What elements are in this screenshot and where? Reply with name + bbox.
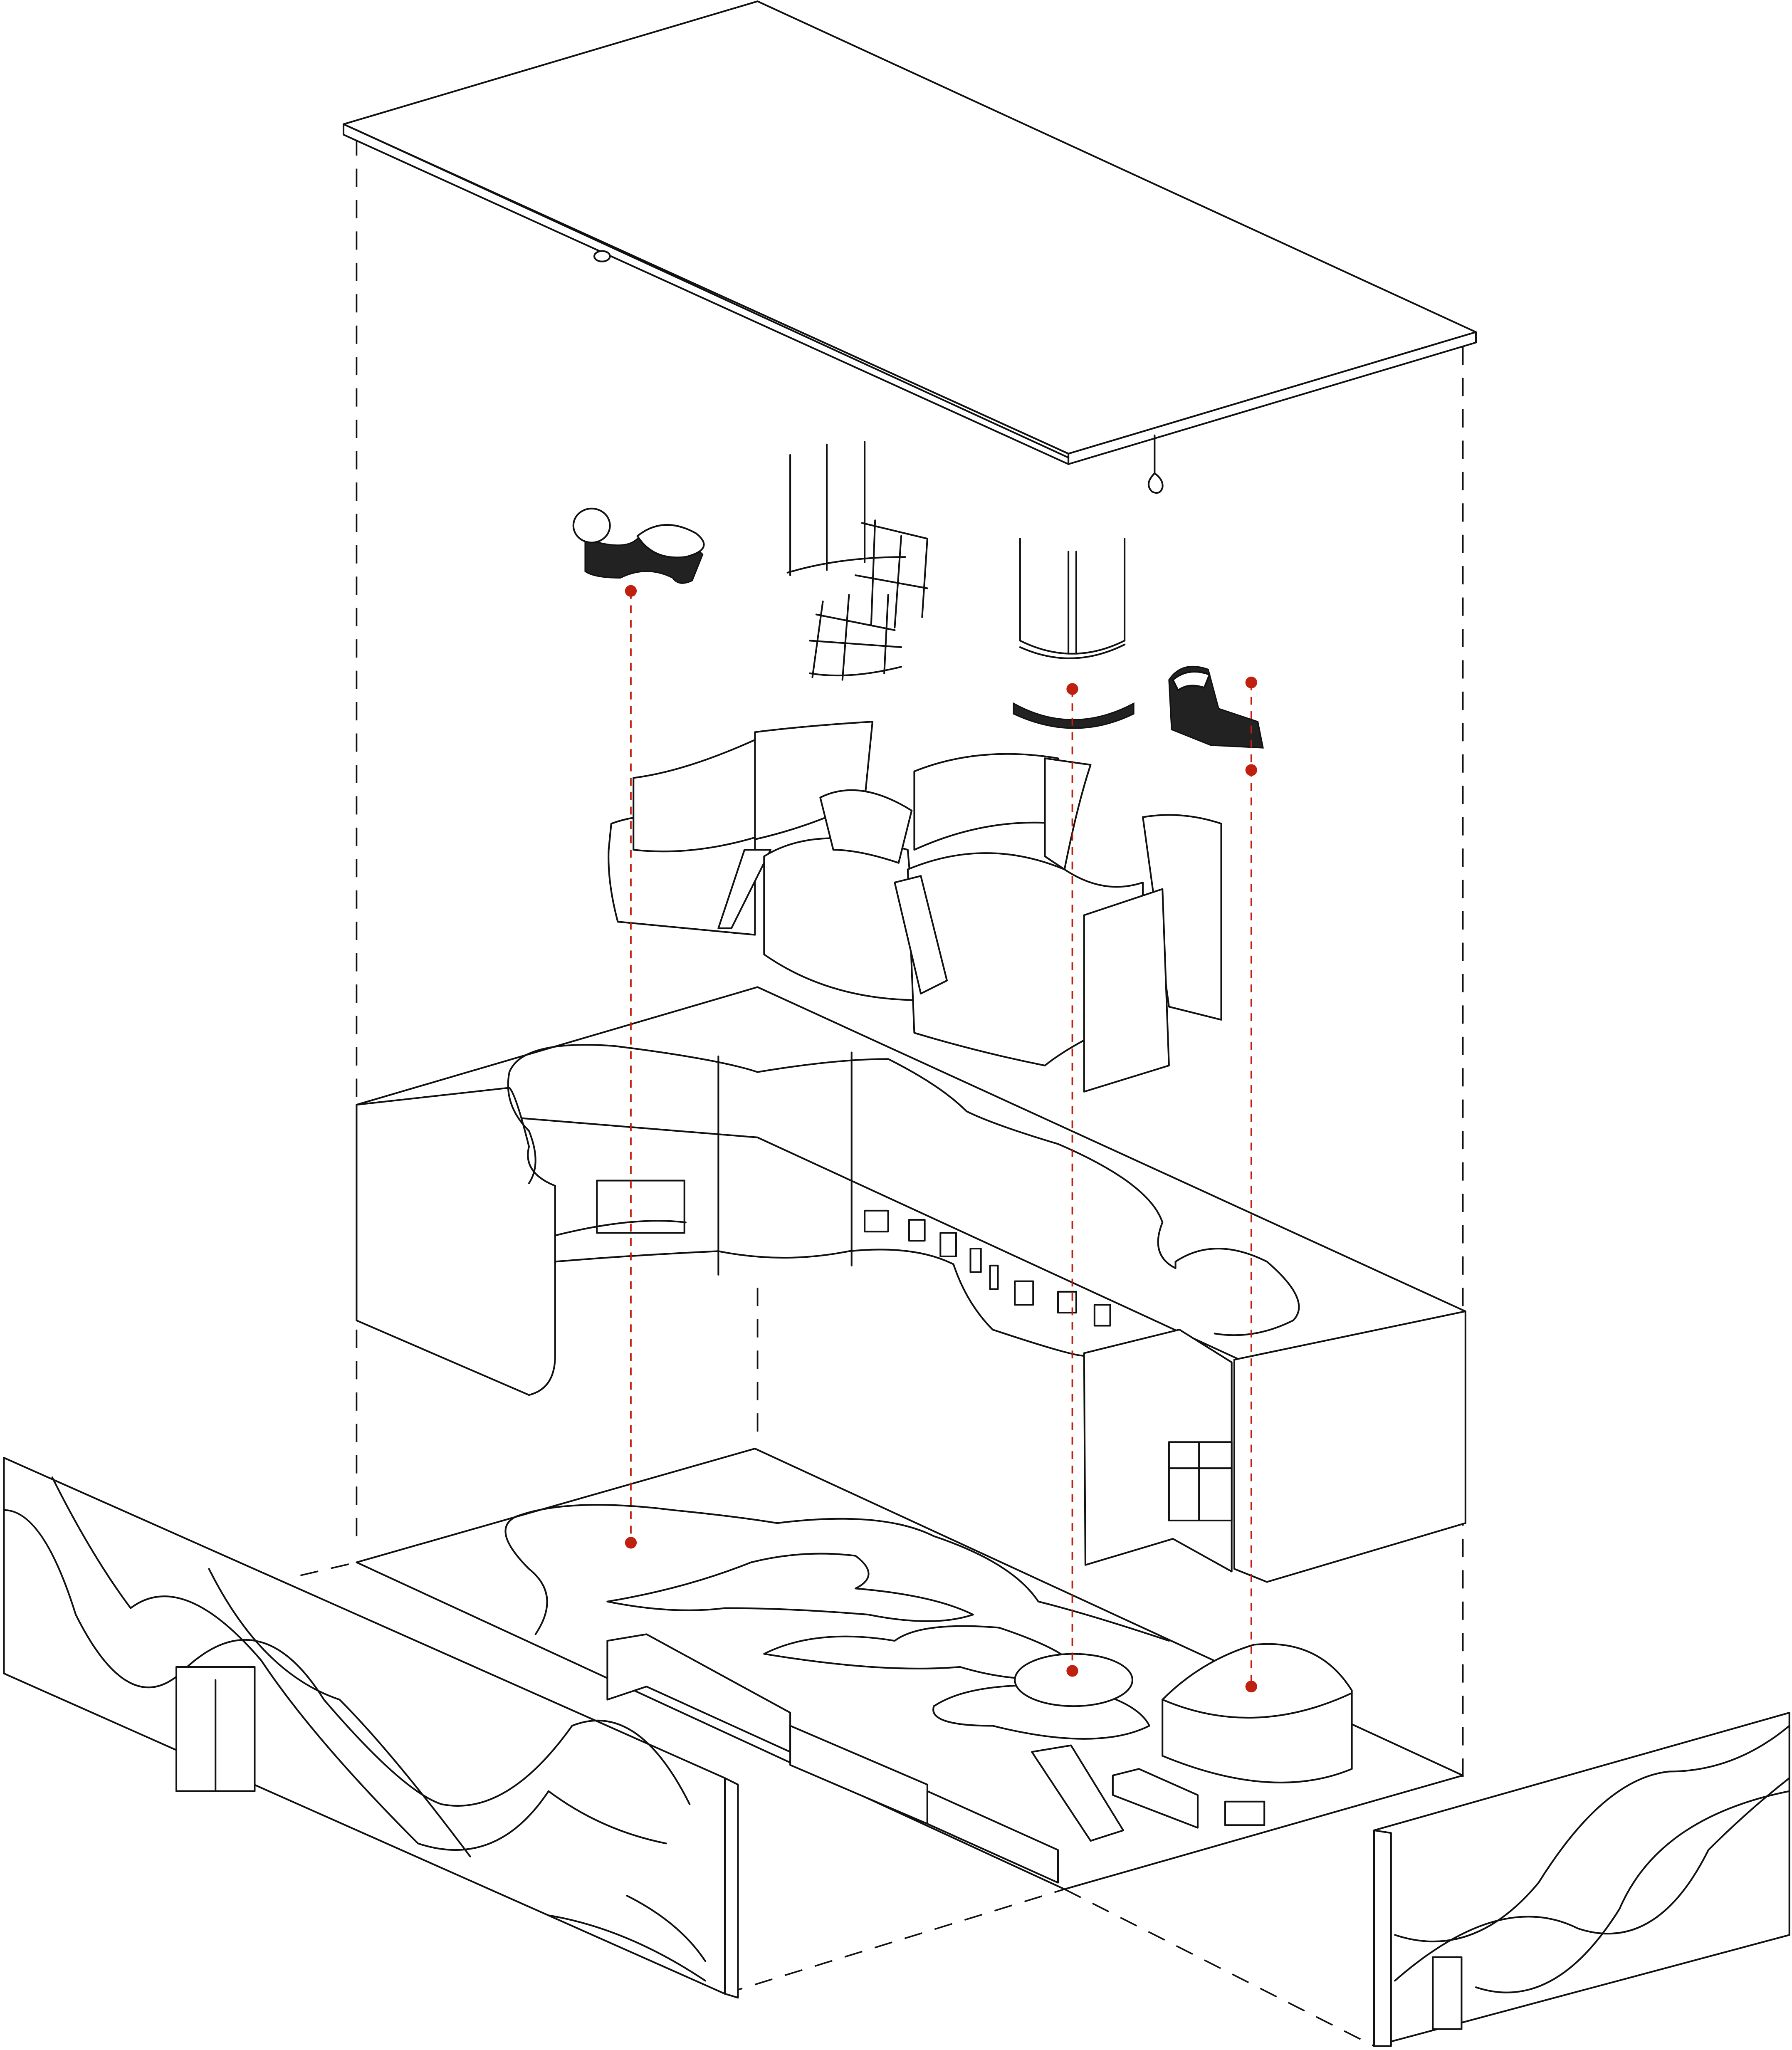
roof-slab xyxy=(342,0,1477,494)
hanging-grid-fixture xyxy=(786,441,928,681)
cloud-fixture xyxy=(572,507,705,584)
right-elevation-panel xyxy=(1373,1711,1790,2047)
left-elevation-panel xyxy=(3,1457,739,1999)
perforated-block-fixture xyxy=(1168,666,1264,749)
window-row xyxy=(864,1209,1111,1327)
wall-shell xyxy=(356,986,1466,1583)
ceiling-fixtures xyxy=(572,441,1264,749)
curved-partitions xyxy=(608,721,1222,1093)
cylinder-fixture xyxy=(1013,538,1135,729)
red-alignment-markers xyxy=(625,585,1257,1693)
floor-plan xyxy=(356,1447,1464,1890)
